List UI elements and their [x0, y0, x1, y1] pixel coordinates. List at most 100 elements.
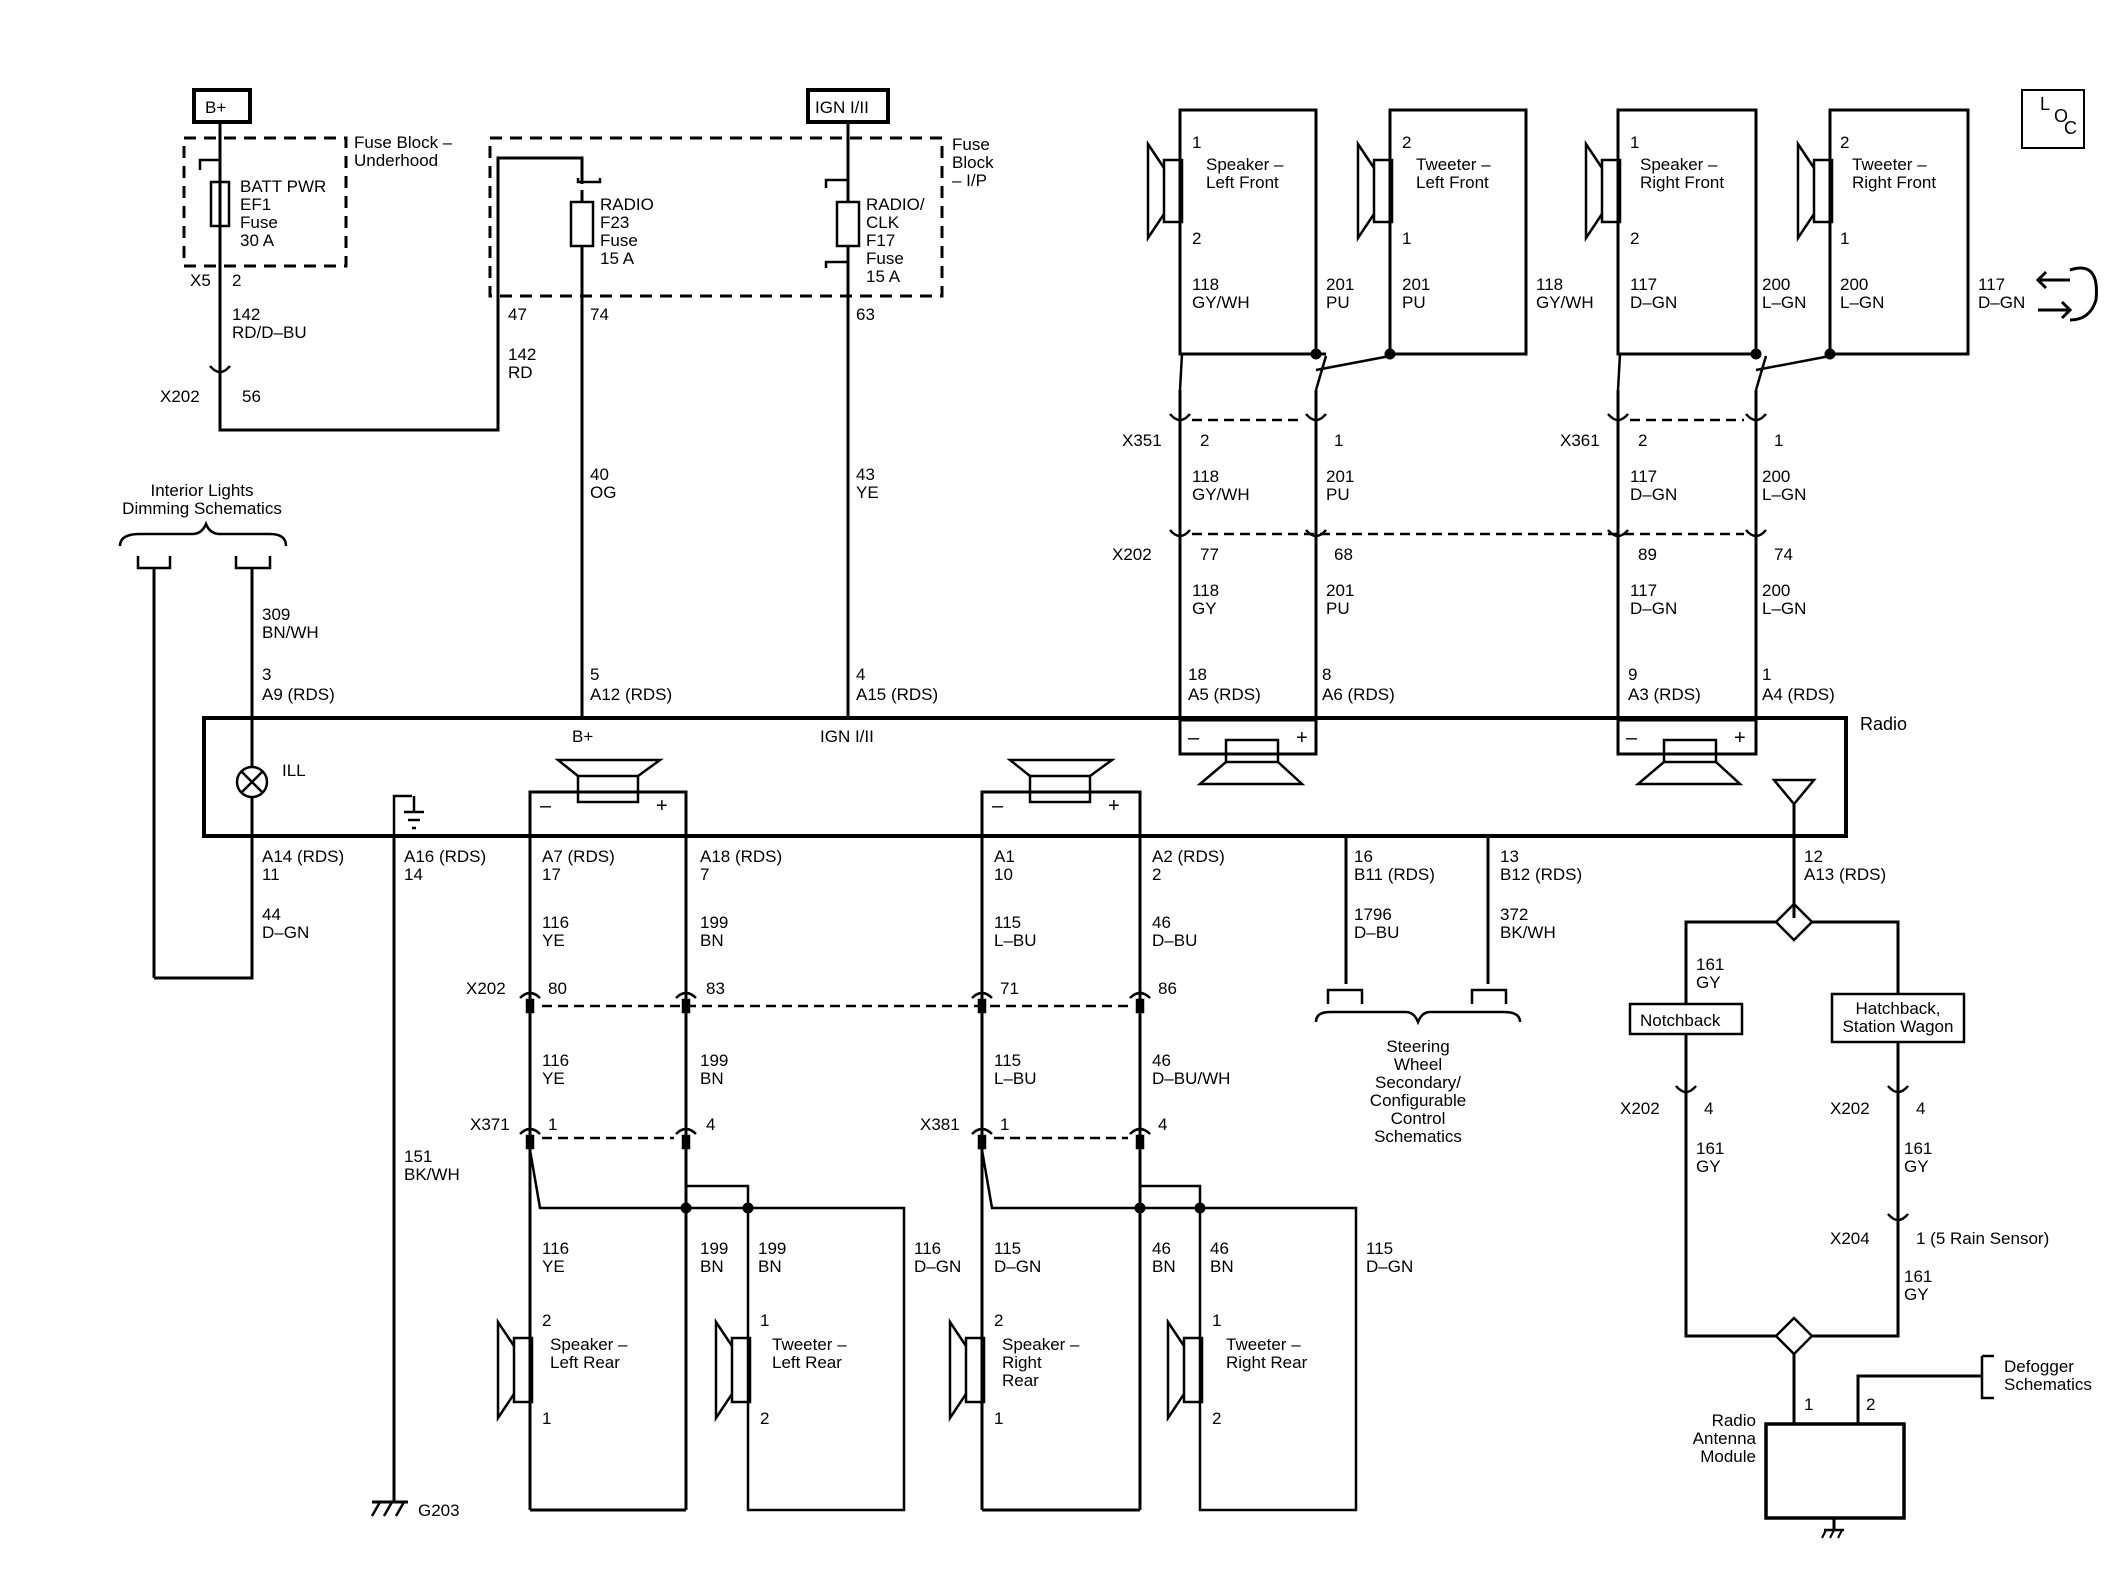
wt5-n: 200	[1762, 275, 1790, 294]
interior-title-2: Dimming Schematics	[122, 499, 282, 518]
pin-bot-a16: A16 (RDS)	[404, 847, 486, 866]
fuse-f23-line4: 15 A	[600, 249, 635, 268]
pin-top-a4: A4 (RDS)	[1762, 685, 1835, 704]
w161d-num: 161	[1904, 1139, 1932, 1158]
fr-spk-pin1: 1	[1630, 133, 1639, 152]
fuse-block-underhood-label-1: Fuse Block –	[354, 133, 453, 152]
ra3-n: 46	[1152, 913, 1171, 932]
steering-title-1: Steering	[1386, 1037, 1449, 1056]
wt7-c: D–GN	[1978, 293, 2025, 312]
rl-plus: +	[656, 795, 668, 817]
fuse-block-ip-label-2: Block	[952, 153, 994, 172]
fl-spk-pin2: 2	[1192, 229, 1201, 248]
rc7-n: 115	[1366, 1239, 1393, 1258]
fuse-block-ip	[488, 136, 944, 298]
rl-tw-label2: Left Rear	[772, 1353, 842, 1372]
w161e-color: GY	[1904, 1285, 1929, 1304]
w142-color: RD/D–BU	[232, 323, 307, 342]
w372-color: BK/WH	[1500, 923, 1556, 942]
pin-top-a15: A15 (RDS)	[856, 685, 938, 704]
w43-color: YE	[856, 483, 879, 502]
rc3-c: D–GN	[914, 1257, 961, 1276]
rb0-n: 116	[542, 1051, 569, 1070]
pin-bot-13: 13	[1500, 847, 1519, 866]
wm1-n: 201	[1326, 467, 1354, 486]
pin-bot-b11: B11 (RDS)	[1354, 865, 1435, 884]
w142b-color: RD	[508, 363, 533, 382]
rc1-c: BN	[700, 1257, 724, 1276]
fl-tw-pin2: 1	[1402, 229, 1411, 248]
wl2-n: 117	[1630, 581, 1657, 600]
x202-pin68: 68	[1334, 545, 1353, 564]
g203-label: G203	[418, 1501, 460, 1520]
wt3-n: 118	[1536, 275, 1563, 294]
radio-ign: IGN I/II	[820, 727, 874, 746]
rear-speakers: – + – + 116 YE 199 BN 115 L–BU 46 D–BU X…	[466, 758, 1413, 1512]
rc5-c: BN	[1152, 1257, 1176, 1276]
fr-tw-label1: Tweeter –	[1852, 155, 1927, 174]
w1796-num: 1796	[1354, 905, 1392, 924]
fl-tw-pin1: 2	[1402, 133, 1411, 152]
pin74: 74	[590, 305, 609, 324]
w1796-color: D–BU	[1354, 923, 1399, 942]
radio-label: Radio	[1860, 714, 1907, 734]
pin-bot-7: 7	[700, 865, 709, 884]
x381-pin4: 4	[1158, 1115, 1167, 1134]
interior-title-1: Interior Lights	[151, 481, 254, 500]
antenna-circuit: 161 GY Notchback Hatchback, Station Wago…	[1620, 836, 2092, 1539]
defogger-label-2: Schematics	[2004, 1375, 2092, 1394]
fl-spk-pin1: 1	[1192, 133, 1201, 152]
pin-top-9: 9	[1628, 665, 1637, 684]
fuse-f17-line1: RADIO/	[866, 195, 925, 214]
hatchback-label-1: Hatchback,	[1855, 999, 1940, 1018]
pin-top-5: 5	[590, 665, 599, 684]
fl-spk-label2: Left Front	[1206, 173, 1279, 192]
rr-spk-pin2: 2	[994, 1311, 1003, 1330]
rc6-n: 46	[1210, 1239, 1229, 1258]
x202-left-label: X202	[160, 387, 200, 406]
wm0-c: GY/WH	[1192, 485, 1250, 504]
steering-title-5: Control	[1391, 1109, 1446, 1128]
x202-pin83: 83	[706, 979, 725, 998]
radio-unit: Radio ILL B+ IGN I/II	[202, 714, 1907, 918]
w43-num: 43	[856, 465, 875, 484]
w161a-color: GY	[1696, 973, 1721, 992]
radio-bottom-pins: A14 (RDS) 11 A16 (RDS) 14 A7 (RDS) 17 A1…	[262, 847, 1886, 884]
rc0-c: YE	[542, 1257, 565, 1276]
steering-title-2: Wheel	[1394, 1055, 1442, 1074]
rl-tw-label1: Tweeter –	[772, 1335, 847, 1354]
rr-tw-label1: Tweeter –	[1226, 1335, 1301, 1354]
w142b-num: 142	[508, 345, 536, 364]
fl-tw-label1: Tweeter –	[1416, 155, 1491, 174]
x361-pin2: 2	[1638, 431, 1647, 450]
pin-top-a9: A9 (RDS)	[262, 685, 335, 704]
w151-num: 151	[404, 1147, 432, 1166]
wl2-c: D–GN	[1630, 599, 1677, 618]
x5-label: X5	[190, 271, 211, 290]
x361-pin1: 1	[1774, 431, 1783, 450]
wt4-c: D–GN	[1630, 293, 1677, 312]
fr-plus: +	[1734, 727, 1746, 749]
module-pin2: 2	[1866, 1395, 1875, 1414]
fuse-block-underhood	[182, 136, 348, 268]
fr-tw-pin2: 1	[1840, 229, 1849, 248]
notchback-label: Notchback	[1640, 1011, 1721, 1030]
fuse-f23: RADIO F23 Fuse 15 A	[496, 156, 654, 718]
x381-pin1: 1	[1000, 1115, 1009, 1134]
fuse-ef1-line4: 30 A	[240, 231, 275, 250]
wt1-n: 201	[1326, 275, 1354, 294]
ra1-c: BN	[700, 931, 724, 950]
x381-label: X381	[920, 1115, 960, 1134]
fr-tw-pin1: 2	[1840, 133, 1849, 152]
fr-tw-label2: Right Front	[1852, 173, 1936, 192]
w161b-color: GY	[1696, 1157, 1721, 1176]
wm3-n: 200	[1762, 467, 1790, 486]
pin-top-a3: A3 (RDS)	[1628, 685, 1701, 704]
x351-label: X351	[1122, 431, 1162, 450]
rr-spk-pin1: 1	[994, 1409, 1003, 1428]
ra2-n: 115	[994, 913, 1021, 932]
pin-top-18: 18	[1188, 665, 1207, 684]
w44-color: D–GN	[262, 923, 309, 942]
pin-bot-a2: A2 (RDS)	[1152, 847, 1225, 866]
pin-bot-a14: A14 (RDS)	[262, 847, 344, 866]
